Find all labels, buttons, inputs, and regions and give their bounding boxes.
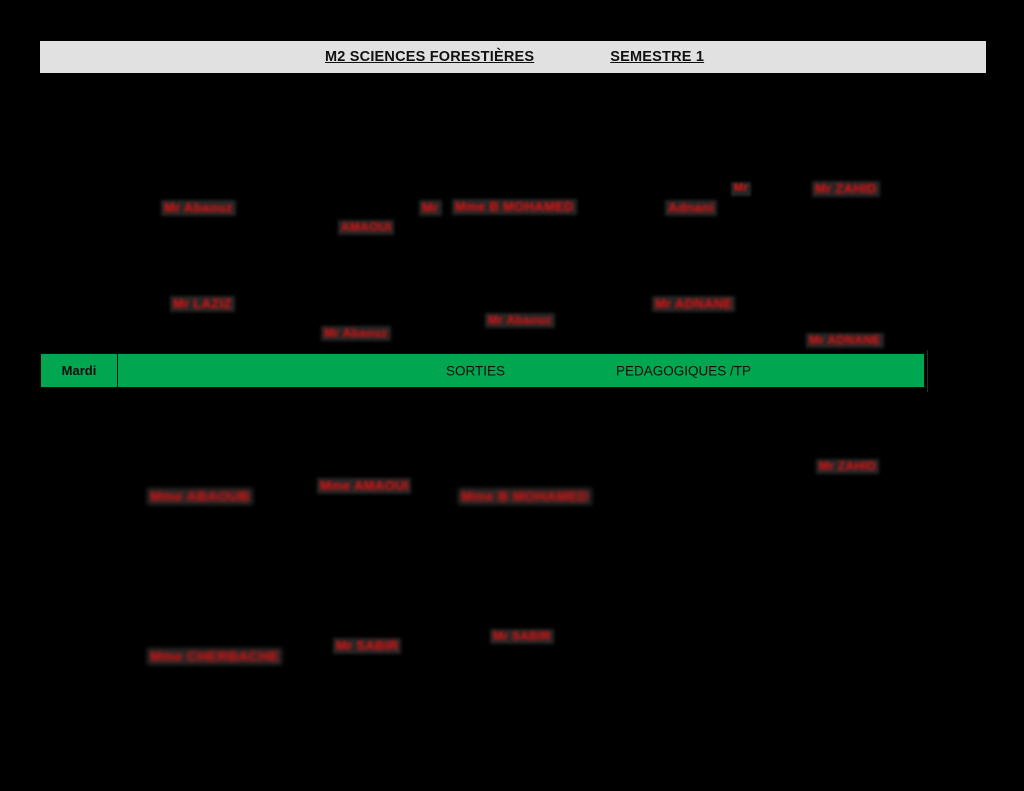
mardi-day-label: Mardi	[61, 363, 97, 378]
page-title: M2 SCIENCES FORESTIÈRES	[325, 49, 535, 65]
mardi-row[interactable]: Mardi SORTIES PEDAGOGIQUES /TP	[40, 353, 925, 388]
teacher-name-label: Mr Abaouz	[161, 200, 236, 216]
pedagogiques-tp-label: PEDAGOGIQUES /TP	[616, 363, 752, 378]
teacher-name-label: Mr ADNANE	[652, 296, 736, 312]
teacher-name-label: Mr	[731, 182, 752, 196]
teacher-name-label: Mme CHERBACHE	[147, 648, 283, 665]
title-banner: M2 SCIENCES FORESTIÈRES SEMESTRE 1	[40, 41, 986, 73]
teacher-name-label: Mme AMAOUI	[317, 478, 412, 494]
teacher-name-label: Mr Abaouz	[485, 313, 555, 328]
semester-title: SEMESTRE 1	[610, 49, 705, 65]
teacher-name-label: Mr SABIR	[490, 629, 554, 644]
mardi-day-cell: Mardi	[41, 354, 118, 387]
teacher-name-label: Mr ZAHID	[812, 181, 880, 197]
mardi-activity-cell: SORTIES PEDAGOGIQUES /TP	[118, 354, 924, 387]
teacher-name-label: Mr SABIR	[333, 638, 402, 654]
teacher-name-label: Mme ABAOUB	[147, 488, 253, 505]
teacher-name-label: Mr LAZIZ	[170, 296, 235, 312]
teacher-name-label: Mr	[419, 200, 442, 216]
grid-edge-divider	[927, 350, 928, 392]
teacher-name-label: Mme B MOHAMED	[452, 199, 577, 215]
sorties-label: SORTIES	[446, 363, 506, 378]
teacher-name-label: Adnani	[665, 200, 717, 216]
teacher-name-label: AMAOUI	[338, 220, 395, 235]
teacher-name-label: Mr ZAHID	[816, 459, 880, 474]
teacher-name-label: Mme B MOHAMED	[458, 488, 592, 505]
teacher-name-label: Mr Abaouz	[321, 326, 391, 341]
teacher-name-label: Mr ADNANE	[806, 333, 884, 348]
